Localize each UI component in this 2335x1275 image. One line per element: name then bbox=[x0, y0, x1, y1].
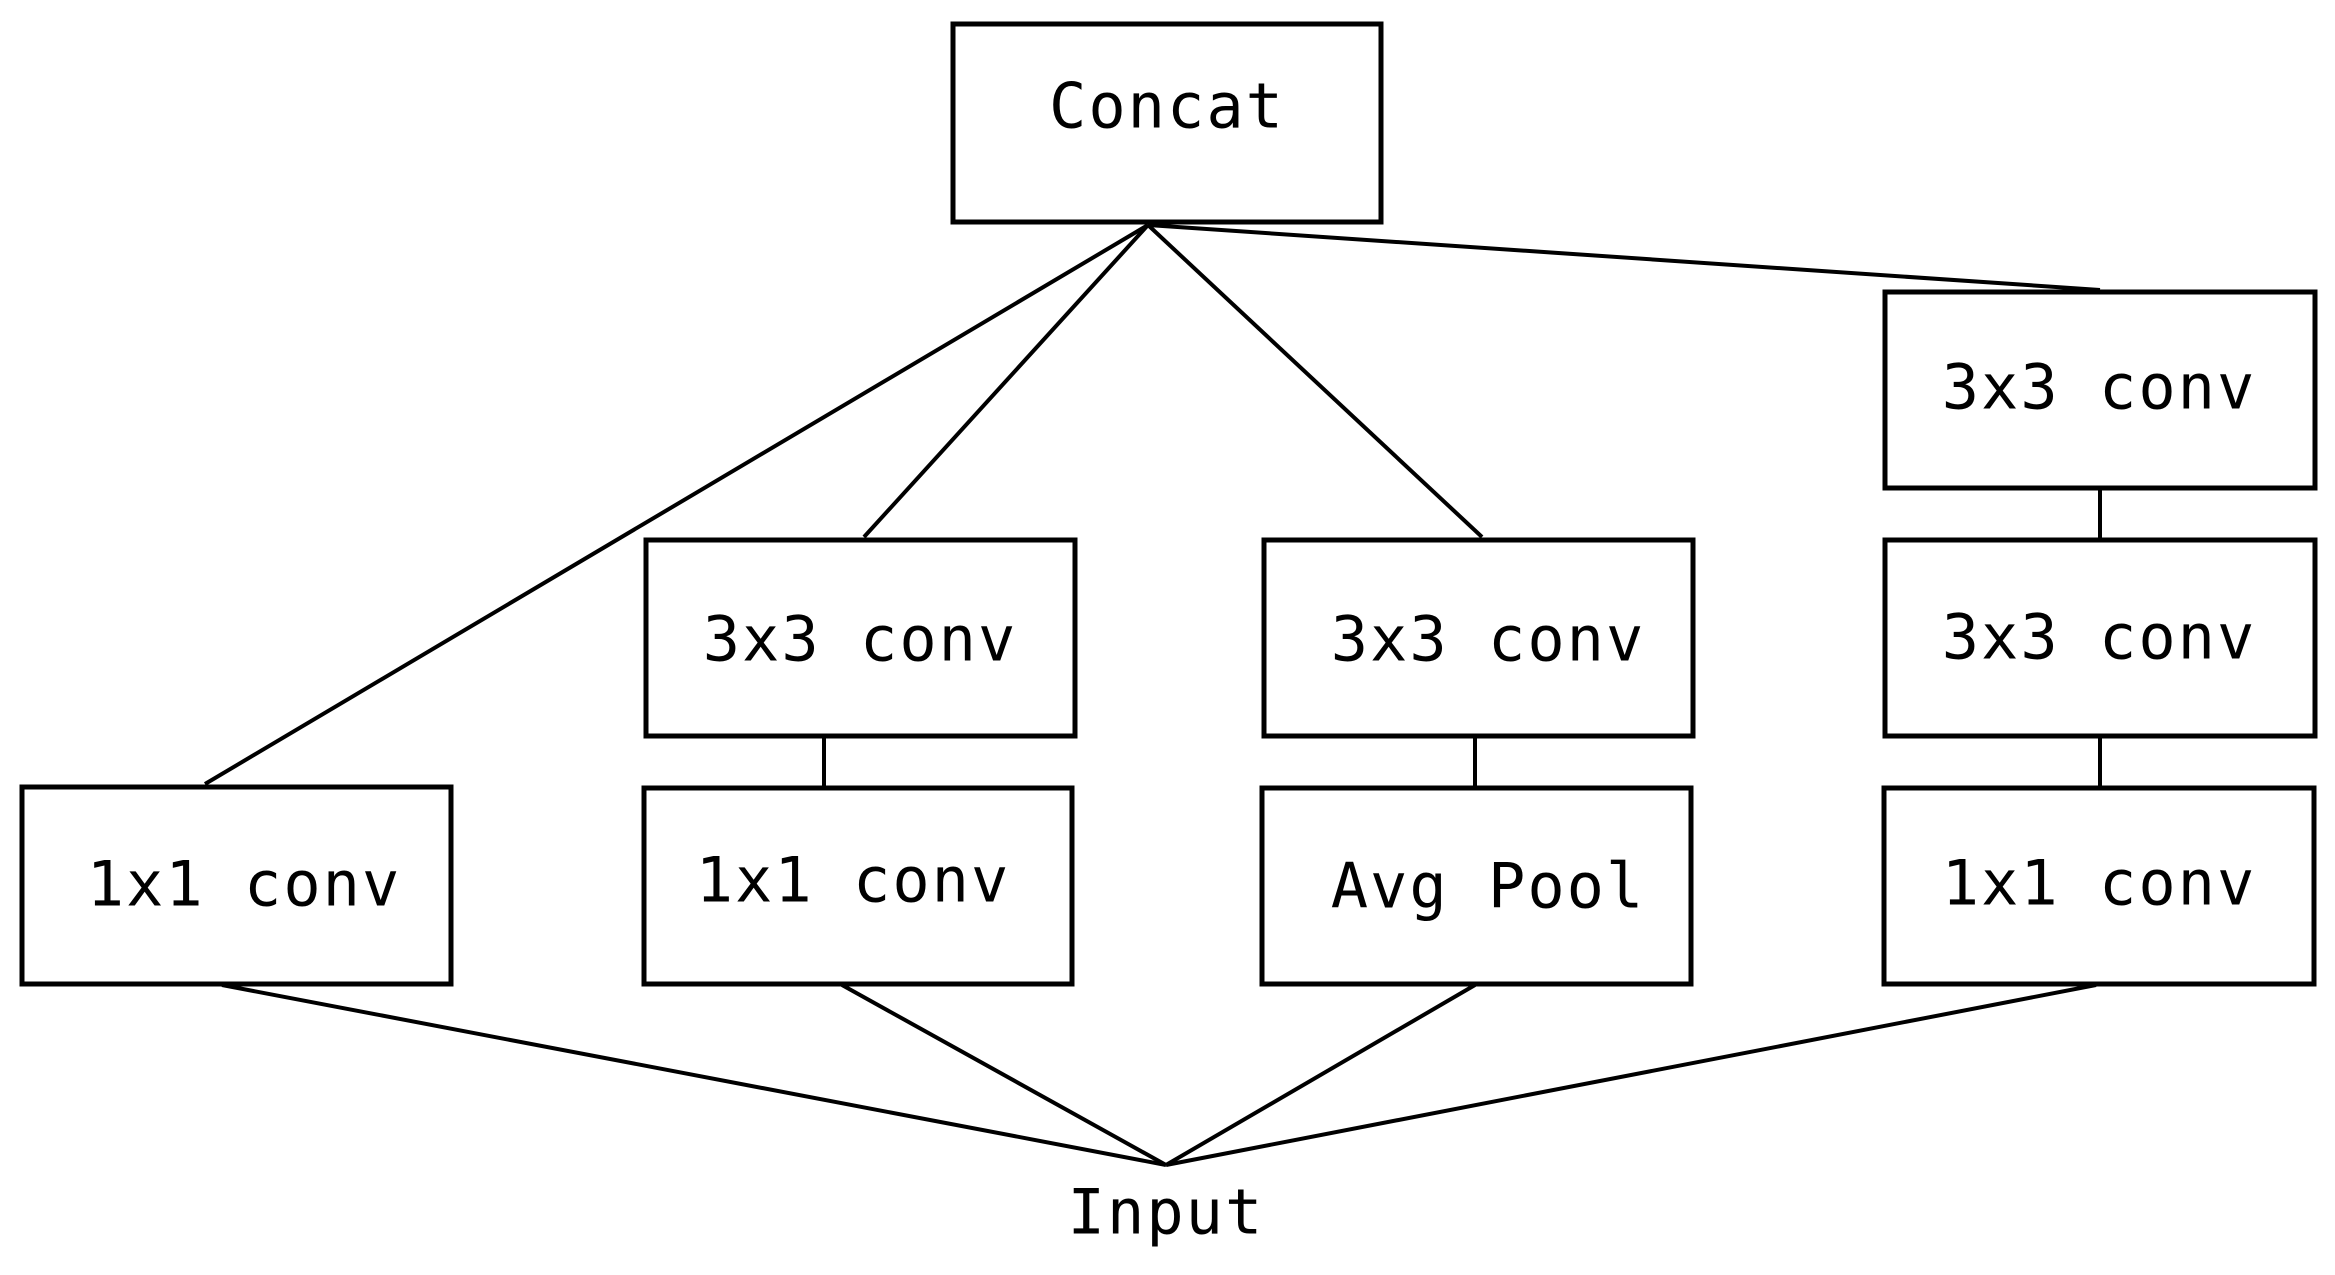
edge-b2-to-concat bbox=[862, 223, 1150, 539]
b4-conv3b-box bbox=[1882, 289, 2318, 491]
b4-conv3a-label: 3x3 conv bbox=[1942, 601, 2257, 674]
edge-input-to-b2 bbox=[841, 983, 1167, 1167]
edge-b4-to-concat bbox=[1147, 223, 2101, 292]
b1-conv1-box bbox=[19, 784, 454, 987]
edge-input-to-b1 bbox=[221, 983, 1167, 1167]
node-b4-conv3b: 3x3 conv bbox=[1882, 289, 2318, 491]
b2-conv3-box bbox=[643, 537, 1078, 739]
concat-label: Concat bbox=[1049, 70, 1285, 143]
b4-conv1-label: 1x1 conv bbox=[1942, 847, 2257, 920]
b3-pool-box bbox=[1259, 785, 1694, 987]
node-concat: Concat bbox=[950, 21, 1384, 225]
b4-conv3b-label: 3x3 conv bbox=[1942, 351, 2257, 424]
b4-conv3a-box bbox=[1882, 537, 2318, 739]
b4-conv1-box bbox=[1881, 785, 2317, 987]
node-b3-conv3: 3x3 conv bbox=[1261, 537, 1696, 739]
b1-conv1-label: 1x1 conv bbox=[87, 848, 402, 921]
b2-conv3-label: 3x3 conv bbox=[703, 603, 1018, 676]
edge-input-to-b3 bbox=[1164, 983, 1477, 1167]
edge-input-to-b4 bbox=[1165, 983, 2097, 1167]
edge-b3-to-concat bbox=[1146, 223, 1484, 539]
node-b4-conv1: 1x1 conv bbox=[1881, 785, 2317, 987]
node-b4-conv3a: 3x3 conv bbox=[1882, 537, 2318, 739]
b2-conv1-label: 1x1 conv bbox=[696, 844, 1011, 917]
b3-conv3-box bbox=[1261, 537, 1696, 739]
node-b3-pool: Avg Pool bbox=[1259, 785, 1694, 987]
input-label: Input bbox=[1068, 1176, 1265, 1249]
b2-conv1-box bbox=[641, 785, 1075, 987]
node-b2-conv1: 1x1 conv bbox=[641, 785, 1075, 987]
b3-pool-label: Avg Pool bbox=[1331, 850, 1646, 923]
edges bbox=[203, 223, 2102, 1167]
concat-box bbox=[950, 21, 1384, 225]
node-b1-conv1: 1x1 conv bbox=[19, 784, 454, 987]
edge-b1-to-concat bbox=[203, 223, 1150, 786]
b3-conv3-label: 3x3 conv bbox=[1331, 603, 1646, 676]
node-b2-conv3: 3x3 conv bbox=[643, 537, 1078, 739]
